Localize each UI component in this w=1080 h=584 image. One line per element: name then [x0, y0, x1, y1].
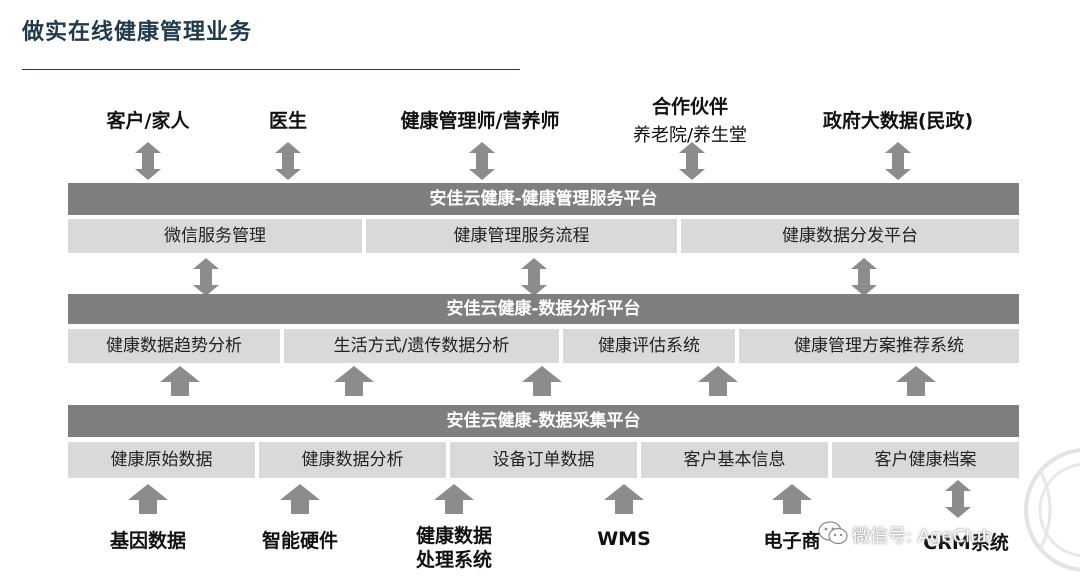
title-divider [22, 69, 520, 70]
entity-customer: 客户/家人 [107, 106, 190, 133]
entity-label: 健康管理师/营养师 [400, 110, 560, 132]
service-platform-modules: 微信服务管理 健康管理服务流程 健康数据分发平台 [68, 219, 1019, 253]
up-arrow-icon [434, 484, 474, 514]
entity-health-manager: 健康管理师/营养师 [401, 106, 560, 133]
module-data-distribution: 健康数据分发平台 [681, 219, 1019, 253]
double-arrow-icon [885, 142, 911, 180]
module-wechat-service: 微信服务管理 [68, 219, 362, 253]
double-arrow-icon [469, 142, 495, 180]
entity-sublabel: 养老院/养生堂 [632, 125, 748, 146]
double-arrow-icon [945, 480, 971, 518]
module-lifestyle-genetic-analysis: 生活方式/遗传数据分析 [284, 329, 559, 363]
double-arrow-icon [679, 142, 705, 180]
analysis-platform-bar: 安佳云健康-数据分析平台 [68, 294, 1019, 324]
source-crm-system: CRM系统 [923, 532, 1009, 554]
source-wms: WMS [597, 528, 651, 550]
entity-doctor: 医生 [269, 106, 307, 133]
up-arrow-icon [334, 366, 374, 396]
up-arrow-icon [604, 484, 644, 514]
up-arrow-icon [160, 366, 200, 396]
double-arrow-icon [275, 142, 301, 180]
entity-label: 合作伙伴 [651, 96, 729, 118]
module-plan-recommendation: 健康管理方案推荐系统 [739, 329, 1019, 363]
up-arrow-icon [896, 366, 936, 396]
source-smart-hardware: 智能硬件 [261, 530, 339, 552]
decorative-logo-mark [1024, 448, 1080, 572]
module-health-records: 客户健康档案 [832, 442, 1019, 478]
service-platform-bar: 安佳云健康-健康管理服务平台 [68, 183, 1019, 215]
up-arrow-icon [128, 484, 168, 514]
page-title: 做实在线健康管理业务 [22, 20, 253, 45]
entity-label: 客户/家人 [106, 110, 190, 132]
wechat-icon [818, 521, 848, 545]
analysis-platform-modules: 健康数据趋势分析 生活方式/遗传数据分析 健康评估系统 健康管理方案推荐系统 [68, 329, 1019, 363]
up-arrow-icon [698, 366, 738, 396]
entity-label: 政府大数据(民政) [822, 110, 974, 132]
up-arrow-icon [772, 484, 812, 514]
module-health-assessment: 健康评估系统 [563, 329, 735, 363]
module-service-flow: 健康管理服务流程 [366, 219, 677, 253]
collection-platform-bar: 安佳云健康-数据采集平台 [68, 405, 1019, 437]
double-arrow-icon [851, 258, 877, 296]
double-arrow-icon [135, 142, 161, 180]
source-health-data-system: 健康数据 处理系统 [415, 525, 493, 571]
double-arrow-icon [521, 258, 547, 296]
up-arrow-icon [280, 484, 320, 514]
entity-government-data: 政府大数据(民政) [823, 106, 973, 133]
module-customer-info: 客户基本信息 [641, 442, 828, 478]
module-raw-health-data: 健康原始数据 [68, 442, 255, 478]
up-arrow-icon [522, 366, 562, 396]
source-gene-data: 基因数据 [109, 530, 187, 552]
double-arrow-icon [193, 258, 219, 296]
entity-label: 医生 [268, 110, 308, 132]
watermark-text: 微信号: AgeClub [852, 526, 994, 547]
collection-platform-modules: 健康原始数据 健康数据分析 设备订单数据 客户基本信息 客户健康档案 [68, 442, 1019, 478]
entity-partner: 合作伙伴 养老院/养生堂 [633, 92, 747, 147]
module-device-order-data: 设备订单数据 [450, 442, 637, 478]
module-health-data-analysis: 健康数据分析 [259, 442, 446, 478]
source-ecommerce: 电子商 [763, 530, 821, 552]
module-trend-analysis: 健康数据趋势分析 [68, 329, 280, 363]
